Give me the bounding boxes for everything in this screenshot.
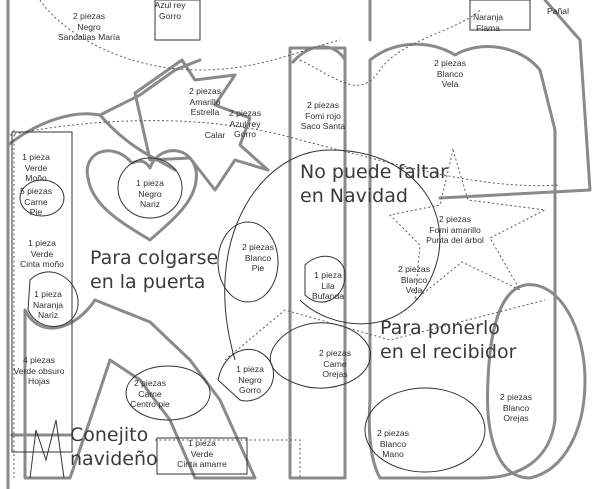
label-negro-nariz: 1 pieza Negro Nariz xyxy=(136,178,164,210)
label-azul-rey-gorro: 2 piezas Azul rey Gorro xyxy=(228,108,261,140)
heading-para-ponerlo: Para ponerlo en el recibidor xyxy=(380,316,516,364)
label-sandalias-maria: 2 piezas Negro Sandalias María xyxy=(57,11,121,43)
outline-top-right-bar xyxy=(368,0,592,200)
outline-nariz-loop xyxy=(27,271,79,327)
box-left-column xyxy=(11,131,73,453)
heading-para-ponerlo-line2: en el recibidor xyxy=(380,341,517,363)
label-naranja-nariz: 1 pieza Naranja Nariz xyxy=(32,289,64,321)
outline-orejas xyxy=(269,322,371,389)
label-verde-mono: 1 pieza Verde Moño xyxy=(22,152,50,184)
outline-heart xyxy=(85,149,198,242)
dashed-hat-top xyxy=(39,0,341,71)
label-punta-del-arbol: 2 piezas Fomi amarillo Punta del árbol xyxy=(426,214,484,246)
box-top-left xyxy=(154,0,201,41)
label-carne-orejas: 2 piezas Carne Orejas xyxy=(318,348,351,380)
label-negro-gorro: 1 pieza Negro Gorro xyxy=(236,364,264,396)
heading-no-puede-faltar-line2: en Navidad xyxy=(300,185,408,207)
outline-big-swirl xyxy=(224,149,441,361)
heading-no-puede-faltar: No puede faltar en Navidad xyxy=(300,160,448,208)
outline-candle-right xyxy=(367,42,557,480)
heading-conejito-line2: navideño xyxy=(70,448,158,470)
outline-center-pie xyxy=(125,365,211,421)
label-blanco-orejas: 2 piezas Blanco Orejas xyxy=(499,392,532,424)
label-verde-obscuro-hojas: 4 piezas Verde obsuro Hojas xyxy=(13,355,65,387)
label-azul-rey-gorro-top: Azul rey Gorro xyxy=(154,0,186,21)
label-blanco-mano: 2 piezas Blanco Mano xyxy=(376,428,409,460)
heading-para-colgarse: Para colgarse en la puerta xyxy=(90,246,218,294)
label-lila-bufanda: 1 pieza Lila Bufanda xyxy=(311,270,345,302)
heading-no-puede-faltar-line1: No puede faltar xyxy=(300,161,448,183)
label-calar: Calar xyxy=(204,130,226,140)
outline-mano xyxy=(364,387,486,473)
heading-para-colgarse-line1: Para colgarse xyxy=(90,247,219,269)
dashed-wavy-top xyxy=(299,9,481,86)
label-carne-centro-pie: 2 piezas Carne Centro pie xyxy=(130,378,170,410)
outline-zigzag xyxy=(29,419,65,479)
label-verde-cinta-amarre: 1 pieza Verde Cinta amarre xyxy=(177,438,227,470)
label-saco-santa: 2 piezas Fomi rojo Saco Santa xyxy=(300,100,346,132)
dashed-gorro xyxy=(224,299,546,361)
outline-bufanda xyxy=(304,255,346,303)
label-panal: Pañal xyxy=(547,6,569,16)
outline-pie-oval xyxy=(217,221,279,303)
dashed-star xyxy=(388,148,547,302)
dashed-cinta xyxy=(155,439,301,478)
outline-oval-right xyxy=(486,283,587,480)
outline-bunny xyxy=(23,298,257,480)
label-carne-pie: 5 piezas Carne Pie xyxy=(19,186,52,218)
heading-para-ponerlo-line1: Para ponerlo xyxy=(380,317,500,339)
heading-para-colgarse-line2: en la puerta xyxy=(90,271,206,293)
outline-circle-nose xyxy=(117,157,183,219)
outline-pie-circle xyxy=(19,179,65,217)
label-blanco-vela: 2 piezas Blanco Vela xyxy=(397,264,430,296)
outline-star-top xyxy=(133,58,270,192)
label-cinta-mono: 1 pieza Verde Cinta moño xyxy=(20,238,64,270)
label-blanco-pie: 2 piezas Blanco Pie xyxy=(241,242,274,274)
label-amarillo-estrella: 2 piezas Amarillo Estrella xyxy=(188,86,221,118)
outline-stocking xyxy=(288,45,347,480)
heading-conejito-navideno: Conejito navideño xyxy=(70,423,158,471)
box-cinta-amarre xyxy=(156,437,248,475)
dashed-long-curve xyxy=(9,120,561,187)
outline-left-tree xyxy=(6,0,202,489)
heading-conejito-line1: Conejito xyxy=(70,424,149,446)
label-blanco-vela-top: 2 piezas Blanco Vela xyxy=(433,58,466,90)
label-naranja-flama: Naranja Flama xyxy=(472,12,504,33)
box-top-right xyxy=(469,0,531,31)
